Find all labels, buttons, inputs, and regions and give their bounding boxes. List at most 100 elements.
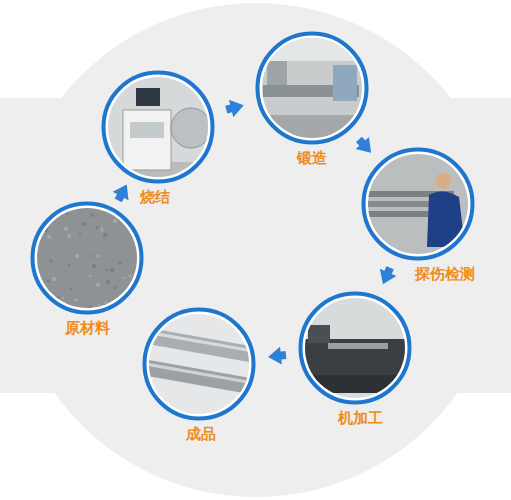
photo-circle — [142, 307, 256, 421]
powder-grain — [62, 205, 66, 209]
powder-grain — [106, 269, 108, 271]
flow-arrow — [113, 185, 129, 201]
photo — [361, 147, 475, 261]
powder-grain — [104, 301, 107, 304]
flow-arrow — [226, 100, 243, 117]
arrow-head — [268, 347, 282, 365]
powder-grain — [66, 213, 68, 215]
powder-grain — [70, 288, 72, 290]
powder-grain — [84, 206, 86, 208]
powder-grain — [95, 215, 97, 217]
powder-grain — [57, 308, 60, 311]
step-label: 成品 — [186, 425, 216, 443]
photo-circle — [255, 31, 369, 145]
step-label: 锻造 — [297, 149, 327, 167]
photo — [255, 31, 369, 145]
photo — [298, 291, 412, 405]
worker-head — [435, 173, 451, 189]
product-rod — [142, 325, 256, 363]
arrow-head — [113, 185, 129, 201]
rod-highlight — [142, 328, 256, 354]
process-step: 成品 — [142, 307, 256, 451]
powder-grain — [49, 259, 52, 262]
powder-grain — [74, 298, 77, 301]
process-step: 锻造 — [255, 31, 369, 175]
powder-grain — [106, 280, 110, 284]
powder-grain — [125, 312, 128, 315]
flow-arrow — [356, 137, 371, 153]
powder-grain — [104, 312, 108, 315]
worker-body — [427, 191, 465, 247]
powder-grain — [89, 275, 91, 277]
process-step: 烧结 — [101, 70, 215, 214]
powder-grain — [51, 312, 55, 315]
step-label: 机加工 — [338, 409, 383, 427]
powder-grain — [89, 306, 91, 308]
control-panel — [130, 122, 164, 138]
powder-grain — [103, 233, 107, 237]
powder-grain — [75, 254, 79, 258]
process-step: 机加工 — [298, 291, 412, 435]
inspection-room — [361, 147, 475, 261]
powder-grain — [92, 264, 96, 268]
photo-circle — [361, 147, 475, 261]
powder-grain — [64, 227, 68, 231]
powder-grain — [97, 304, 100, 307]
arrow-head — [356, 137, 371, 153]
photo-circle — [30, 201, 144, 315]
photo-circle — [101, 70, 215, 184]
process-step: 探伤检测 — [361, 147, 475, 291]
workshop-ceiling — [255, 31, 369, 61]
powder-texture — [30, 201, 144, 315]
step-label: 探伤检测 — [415, 265, 475, 283]
flow-arrow — [268, 347, 286, 365]
lathe-bed — [328, 343, 388, 349]
rod-highlight — [142, 360, 256, 386]
powder-grain — [113, 219, 117, 223]
lab-wall — [101, 70, 215, 184]
powder-grain — [118, 261, 121, 264]
powder-grain — [64, 303, 67, 306]
powder-grain — [37, 220, 40, 223]
lathe-headstock — [308, 325, 330, 343]
machine-part — [267, 61, 287, 85]
powder-grain — [62, 297, 64, 299]
powder-grain — [56, 296, 59, 299]
powder-grain — [123, 277, 125, 279]
powder-grain — [68, 264, 70, 266]
powder-grain — [52, 277, 56, 281]
powder-grain — [82, 222, 86, 226]
powder-grain — [55, 217, 57, 219]
flow-arrow — [380, 268, 396, 284]
powder-grain — [113, 286, 116, 289]
photo — [101, 70, 215, 184]
process-step: 原材料 — [30, 201, 144, 345]
powder-grain — [138, 260, 141, 263]
powder-grain — [38, 232, 42, 236]
powder-grain — [125, 294, 129, 298]
photo — [30, 201, 144, 315]
forging-press — [333, 65, 357, 101]
powder-grain — [79, 233, 81, 235]
powder-grain — [50, 298, 53, 301]
powder-grain — [138, 265, 140, 267]
powder-grain — [110, 268, 114, 272]
powder-grain — [95, 226, 98, 229]
step-label: 烧结 — [140, 188, 170, 206]
powder-grain — [33, 232, 37, 236]
powder-grain — [100, 228, 103, 231]
furnace — [171, 108, 211, 148]
powder-grain — [128, 274, 131, 277]
powder-grain — [96, 254, 99, 257]
powder-grain — [56, 211, 59, 214]
workshop-wall — [255, 31, 369, 145]
powder-grain — [137, 217, 140, 220]
powder-grain — [92, 255, 94, 257]
powder-grain — [45, 298, 48, 301]
photo — [142, 307, 256, 421]
powder-grain — [106, 201, 108, 202]
arrow-head — [380, 269, 396, 285]
photo-circle — [298, 291, 412, 405]
control-cabinet — [123, 110, 171, 170]
lathe-base — [310, 375, 400, 393]
